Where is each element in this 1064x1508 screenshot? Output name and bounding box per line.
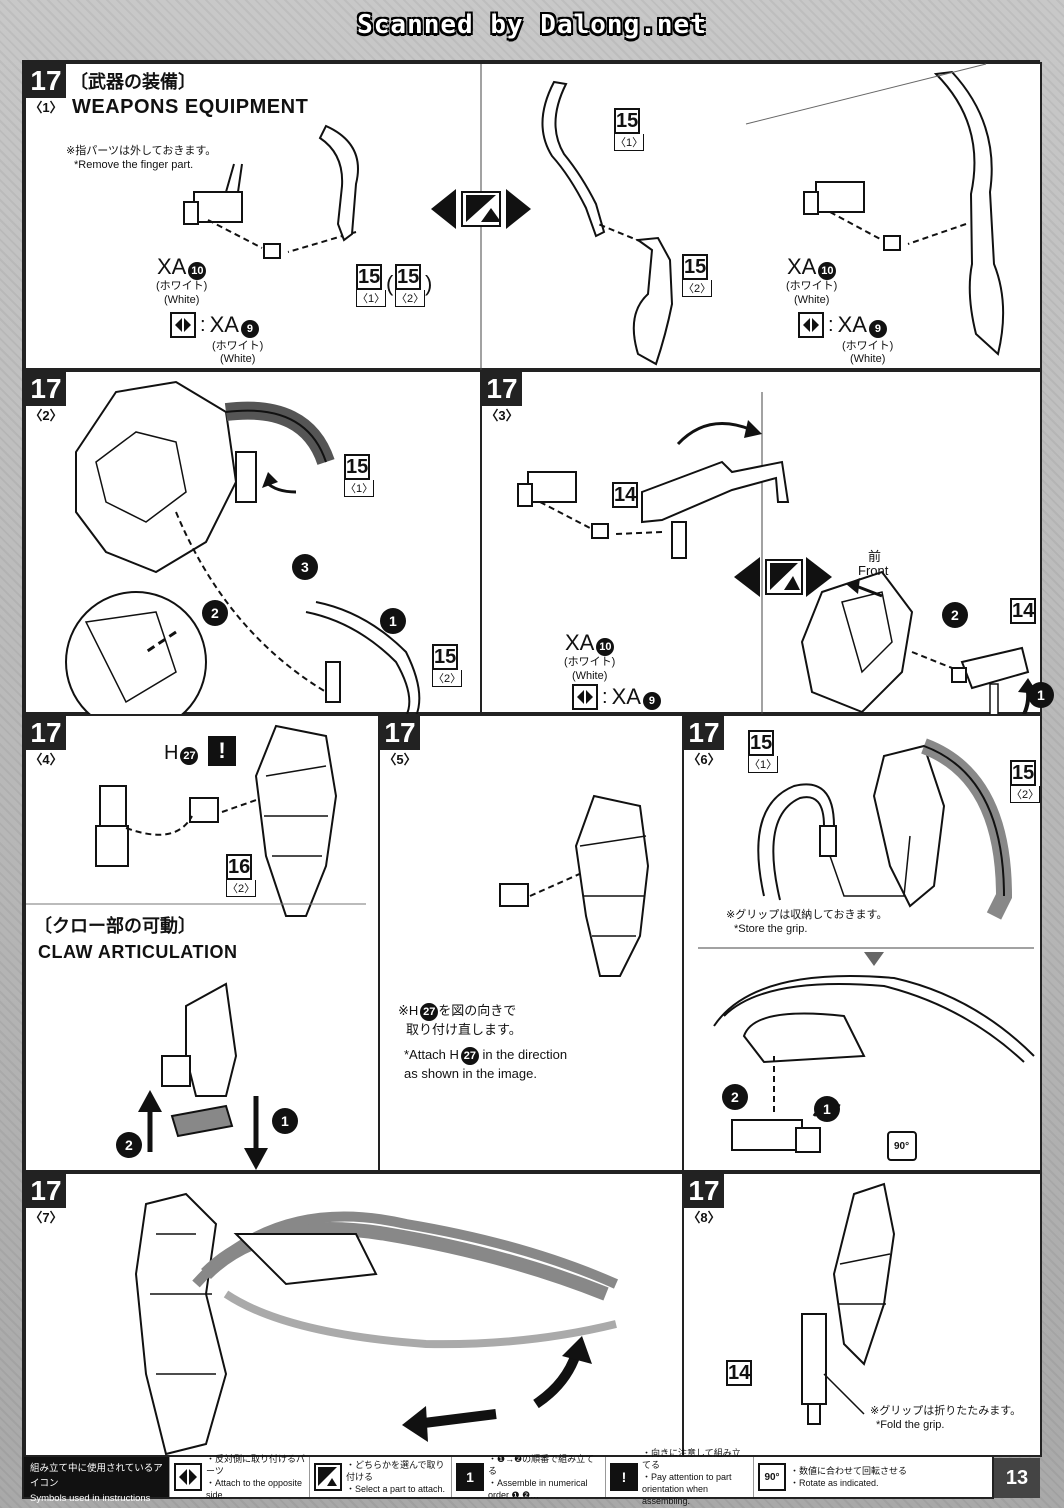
legend-title: 組み立て中に使用されているアイコン Symbols used in instru… [24, 1457, 169, 1504]
runner-xa9-left-caption: (ホワイト) (White) [212, 340, 264, 366]
legend-item-rotate: 90° ・数値に合わせて回転させる・Rotate as indicated. [753, 1457, 992, 1497]
part-15-2-label: 15 〈2〉 [1010, 760, 1041, 803]
step-17-7-illustration [134, 1192, 619, 1456]
paren-open: ( [386, 271, 394, 296]
step-substep: 〈1〉 [29, 100, 63, 115]
attention-icon: ! [208, 736, 236, 766]
step-17-2-illustration [65, 380, 421, 733]
paren-close: ) [425, 271, 433, 296]
choose-part-icon [314, 1463, 342, 1491]
opposite-side-icon [572, 684, 598, 711]
section-title-jp: 〔武器の装備〕 [70, 72, 196, 92]
step-17-1-panel: 17 〈1〉 〔武器の装備〕 WEAPONS EQUIPMENT ※指パーツは外… [24, 62, 1042, 372]
part-15-2-label: 15 〈2〉 [432, 644, 463, 687]
rotate-icon: 90° [758, 1463, 786, 1491]
front-label-en: Front [858, 563, 889, 578]
step-badge: 17 〈1〉 [26, 64, 66, 120]
instruction-sheet: 17 〈1〉 〔武器の装備〕 WEAPONS EQUIPMENT ※指パーツは外… [22, 60, 1060, 1457]
step-badge: 17 〈7〉 [26, 1174, 66, 1230]
step-badge: 17 〈3〉 [482, 372, 522, 428]
section-title-en: WEAPONS EQUIPMENT [72, 96, 309, 118]
step-17-5-illustration [499, 794, 650, 977]
step-17-7-panel: 17 〈7〉 [24, 1172, 684, 1457]
step-17-4-illustration [26, 724, 366, 1170]
part-16-2-label: 16 〈2〉 [226, 854, 257, 897]
part-15-2-label: 15 〈2〉 [395, 264, 426, 307]
symbols-legend: 組み立て中に使用されているアイコン Symbols used in instru… [22, 1448, 994, 1506]
step-badge: 17 〈6〉 [684, 716, 724, 772]
store-grip-note-en: *Store the grip. [734, 923, 808, 935]
step-17-8-illustration [801, 1182, 896, 1425]
part-15-1-label: 15 〈1〉 [748, 730, 779, 773]
fold-grip-note-jp: ※グリップは折りたたみます。 [870, 1405, 1022, 1417]
page-number: 13 [994, 1458, 1040, 1498]
claw-title-jp: 〔クロー部の可動〕 [34, 916, 196, 936]
legend-item-numerical-order: 1 ・❶→❷の順番で組み立てる・Assemble in numerical or… [451, 1454, 605, 1500]
part-15-2-label-mid: 15 〈2〉 [682, 254, 713, 297]
legend-item-choose-part: ・どちらかを選んで取り付ける・Select a part to attach. [309, 1457, 451, 1497]
part-14-label: 14 [726, 1360, 752, 1386]
attention-icon: ! [610, 1463, 638, 1491]
fold-grip-note-en: *Fold the grip. [876, 1419, 945, 1431]
opposite-side-icon [174, 1463, 202, 1491]
front-label-jp: 前 [868, 549, 882, 564]
part-15-1-label-mid: 15 〈1〉 [614, 108, 645, 151]
part-14-label: 14 [612, 482, 638, 508]
step-number: 17 [26, 64, 66, 98]
legend-item-attention: ! ・向きに注意して組み立てる・Pay attention to part or… [605, 1448, 753, 1506]
opposite-side-icon [170, 312, 196, 339]
scan-credit: Scanned by Dalong.net [357, 10, 707, 40]
step-badge: 17 〈4〉 [26, 716, 66, 772]
store-grip-note-jp: ※グリップは収納しておきます。 [726, 909, 888, 921]
step-badge: 17 〈5〉 [380, 716, 420, 772]
part-14-label-right: 14 [1010, 598, 1036, 624]
step-17-6-illustration [698, 738, 1035, 1161]
step-17-2-panel: 17 〈2〉 15 〈1〉 15 〈2〉 3 2 [24, 370, 482, 733]
legend-item-opposite-side: ・反対側に取り付けるパーツ・Attach to the opposite sid… [169, 1454, 309, 1500]
step-17-3-panel: 17 〈3〉 [480, 370, 1060, 735]
part-15-1-label: 15 〈1〉 [356, 264, 387, 307]
runner-xa9-right-caption: (ホワイト) (White) [842, 340, 894, 366]
step-17-6-panel: 17 〈6〉 15 〈1〉 15 〈2〉 [682, 714, 1042, 1172]
step-badge: 17 〈8〉 [684, 1174, 724, 1230]
step-17-1-illustration [183, 63, 1005, 372]
finger-note-en: *Remove the finger part. [74, 159, 194, 171]
numerical-order-icon: 1 [456, 1463, 484, 1491]
claw-title-en: CLAW ARTICULATION [38, 942, 238, 962]
step-17-8-panel: 17 〈8〉 14 ※グリップは折りたたみます。 *Fold the grip. [682, 1172, 1042, 1457]
part-15-1-label: 15 〈1〉 [344, 454, 375, 497]
rotate-90-label: 90° [894, 1141, 910, 1152]
opposite-side-icon [798, 312, 824, 339]
finger-note-jp: ※指パーツは外しておきます。 [66, 145, 217, 157]
step-badge: 17 〈2〉 [26, 372, 66, 428]
step-17-3-illustration [517, 392, 1038, 735]
